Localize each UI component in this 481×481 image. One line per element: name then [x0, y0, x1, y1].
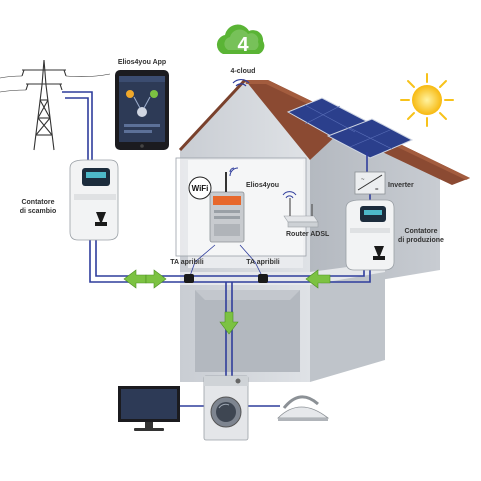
washing-machine-icon — [203, 375, 249, 441]
wiring — [62, 91, 371, 407]
wifi-router-icon — [282, 191, 319, 228]
tablet-app-icon — [115, 70, 169, 150]
cloud-badge-number: 4 — [237, 34, 249, 56]
flow-arrow-center — [145, 269, 167, 289]
wifi-label: WiFi — [192, 184, 209, 193]
sun-icon — [400, 73, 454, 127]
energy-flow-arrows — [123, 269, 331, 335]
flow-arrow-down — [219, 311, 239, 335]
wifi-icon: WiFi — [188, 176, 212, 200]
svg-text:=: = — [375, 187, 379, 193]
router-label: Router ADSL — [286, 231, 330, 238]
monitor-icon — [118, 386, 180, 431]
iron-icon — [277, 395, 330, 421]
ta-clamp-right-icon — [258, 274, 268, 283]
device-label: Elios4you — [246, 182, 280, 189]
inverter-icon: ~ = — [354, 171, 386, 195]
inverter-label: Inverter — [388, 182, 414, 189]
cloud-label: 4-cloud — [230, 68, 256, 75]
meter-left-icon — [69, 159, 119, 241]
cloud-signal-icon — [232, 79, 250, 87]
elios4you-device-icon — [209, 167, 245, 243]
solar-panel-icon — [286, 97, 414, 159]
svg-text:~: ~ — [361, 177, 365, 183]
meter-left-label-line1: Contatore — [21, 199, 55, 206]
ta-right-label: TA apribili — [246, 259, 280, 266]
meter-right-icon — [345, 199, 395, 271]
meter-right-label-line1: Contatore — [404, 228, 438, 235]
cloud-badge-icon: 4 — [216, 24, 265, 87]
flow-arrow-right — [305, 269, 331, 289]
meter-left-label-line2: di scambio — [19, 208, 57, 215]
ta-left-label: TA apribili — [170, 259, 204, 266]
power-pylon-icon — [0, 59, 111, 151]
flow-arrow-left — [123, 269, 147, 289]
ta-clamp-left-icon — [184, 274, 194, 283]
meter-right-label-line2: di produzione — [398, 237, 444, 244]
app-label: Elios4you App — [117, 59, 167, 66]
